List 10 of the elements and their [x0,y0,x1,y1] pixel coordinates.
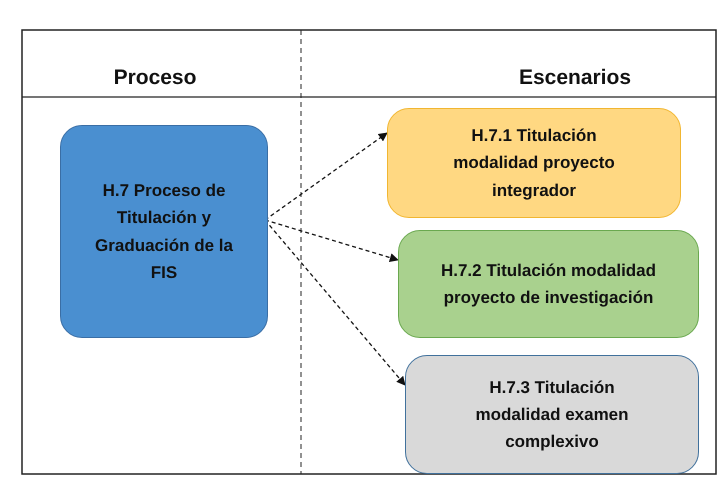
process-box [405,355,699,474]
box-label: H.7 Proceso de Titulación y Graduación de la FIS [94,180,234,284]
column-heading: Escenarios [518,66,632,90]
column-heading: Proceso [114,66,196,90]
process-box [387,108,681,218]
process-box [398,230,699,338]
box-label: H.7.2 Titulación modalidad proyecto de investigación [440,260,658,309]
box-label: H.7.1 Titulación modalidad proyecto integrador [452,125,616,202]
process-box [60,125,268,338]
box-label: H.7.3 Titulación modalidad examen complexivo [474,376,630,454]
